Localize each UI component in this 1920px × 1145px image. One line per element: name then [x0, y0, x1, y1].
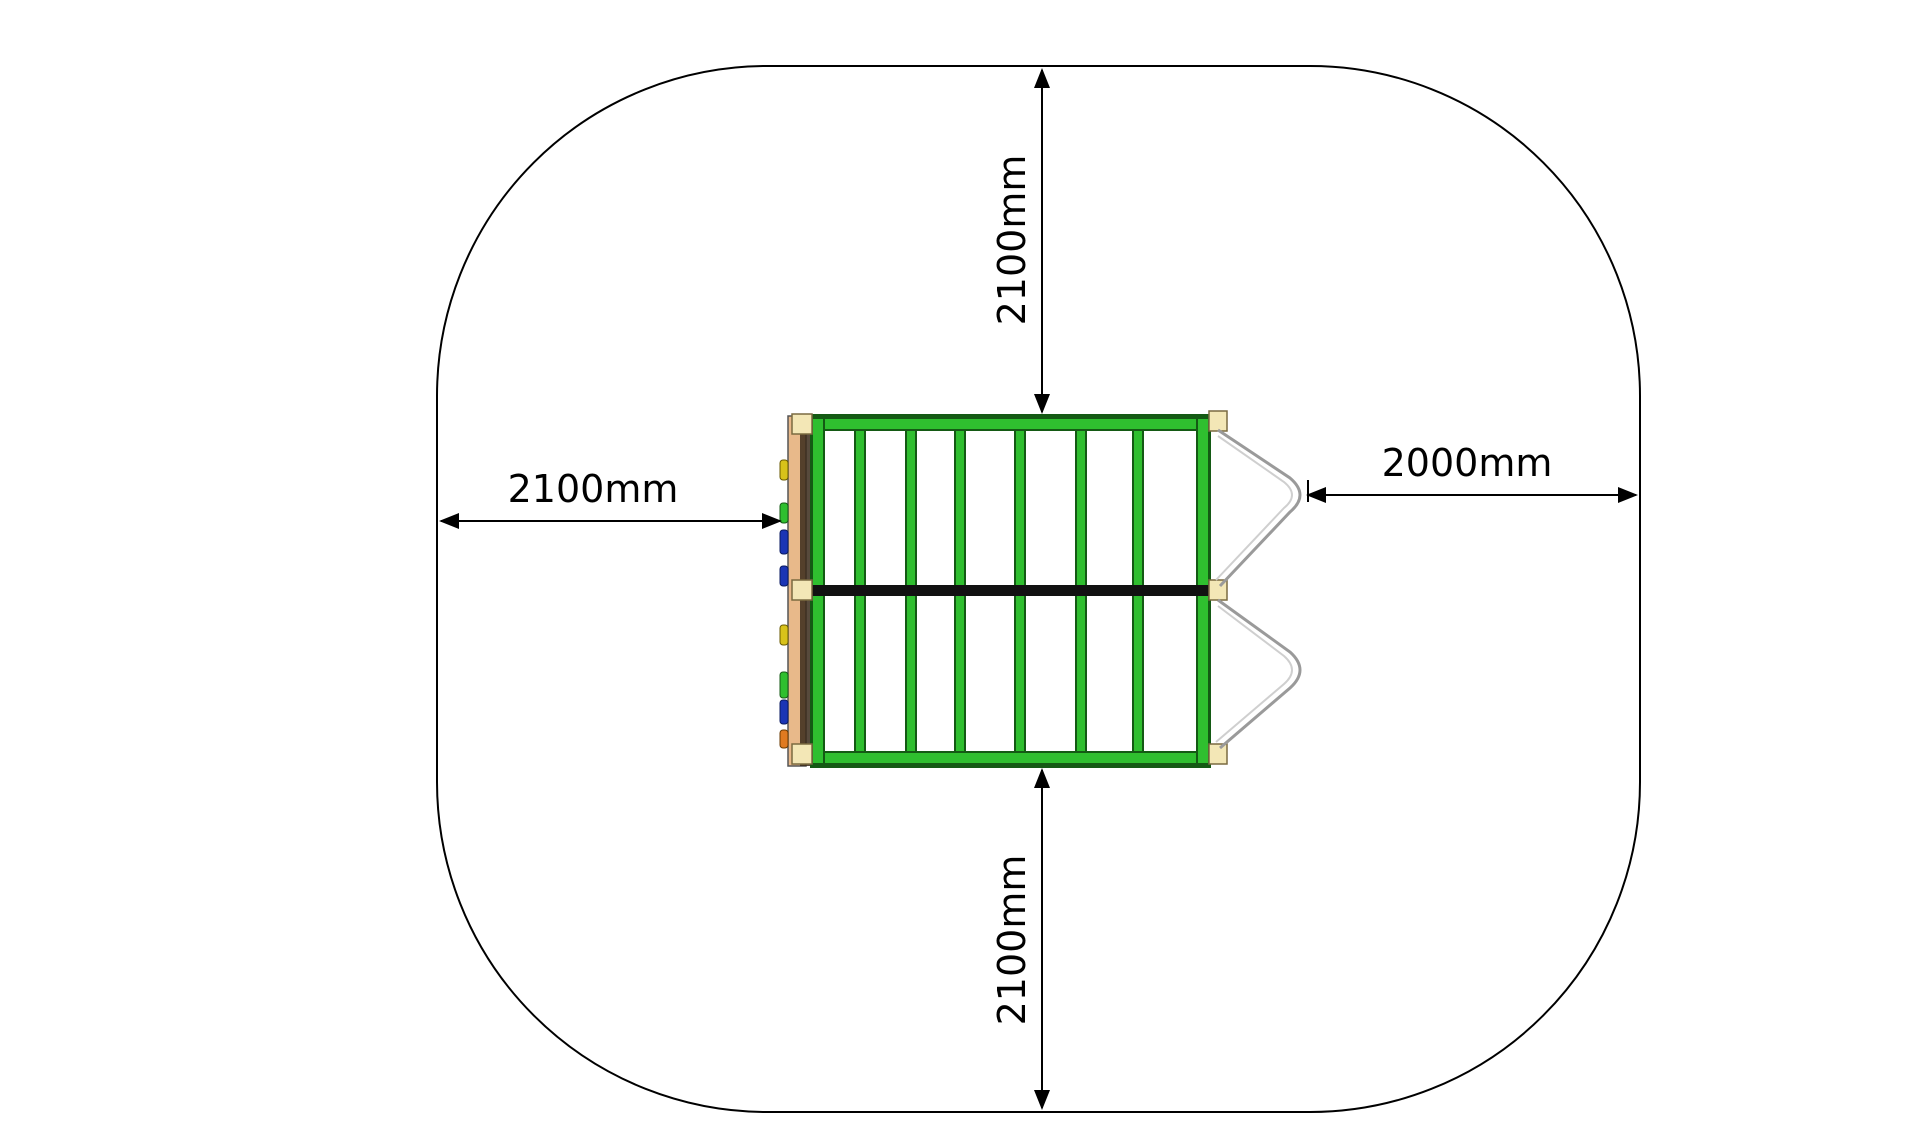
dimension-label-left: 2100mm — [508, 467, 679, 511]
zigzag-ladder — [1215, 428, 1302, 750]
climbing-hold-icon — [779, 729, 789, 749]
climbing-holds — [779, 459, 789, 749]
post — [791, 743, 813, 765]
climbing-hold-icon — [779, 529, 789, 555]
dimension-top: 2100mm — [990, 68, 1050, 414]
frame-posts — [791, 410, 1228, 765]
dimension-left: 2100mm — [439, 467, 782, 529]
safety-zone-boundary — [436, 65, 1641, 1113]
dimension-right: 2000mm — [1306, 441, 1638, 503]
zigzag-ladder-lower — [1217, 598, 1302, 750]
zigzag-ladder-upper-inner — [1215, 435, 1293, 581]
zigzag-ladder-lower-inner — [1215, 605, 1293, 743]
frame-bottom-rail — [811, 751, 1210, 765]
center-beam — [812, 585, 1209, 596]
climbing-hold-icon — [779, 624, 789, 646]
dimension-label-bottom: 2100mm — [990, 855, 1034, 1026]
climbing-hold-icon — [779, 671, 789, 699]
climbing-hold-icon — [779, 565, 789, 587]
climbing-hold-icon — [779, 699, 789, 725]
post — [1208, 743, 1228, 765]
dimension-bottom: 2100mm — [990, 768, 1050, 1110]
play-equipment-top-view — [779, 410, 1302, 768]
frame-top-rail — [811, 417, 1210, 431]
post — [791, 413, 813, 435]
dimension-label-right: 2000mm — [1382, 441, 1553, 485]
climbing-hold-icon — [779, 502, 789, 524]
dimension-label-top: 2100mm — [990, 155, 1034, 326]
climbing-hold-icon — [779, 459, 789, 481]
post — [791, 579, 813, 601]
zigzag-ladder-upper — [1217, 428, 1302, 588]
post — [1208, 410, 1228, 432]
